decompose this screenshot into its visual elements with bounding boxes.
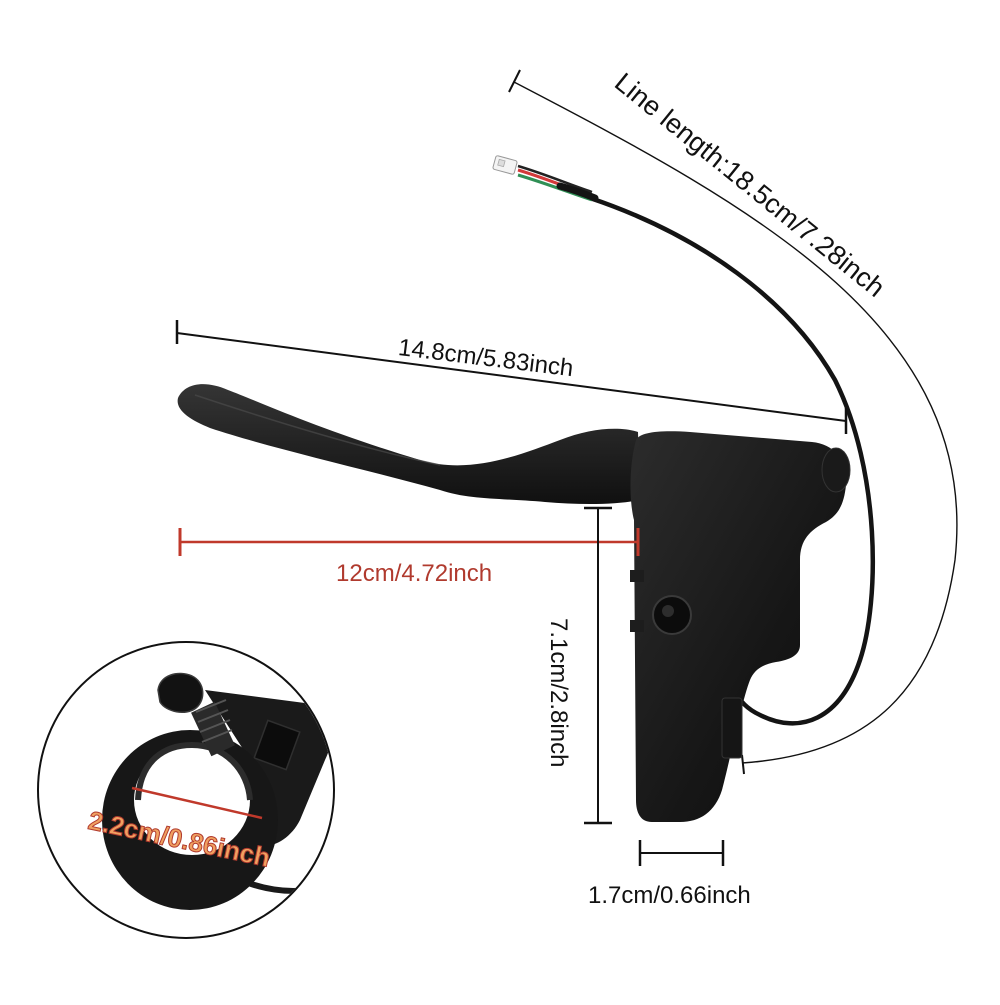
brake-lever-body bbox=[630, 431, 847, 822]
clamp-detail-inset bbox=[37, 641, 335, 939]
brake-cable bbox=[517, 164, 876, 726]
width-label: 1.7cm/0.66inch bbox=[588, 882, 751, 909]
cable-length-start-tick bbox=[508, 69, 521, 93]
total-length-dimension-line bbox=[176, 332, 847, 422]
brake-lever-arm bbox=[177, 384, 640, 505]
cable-length-end-tick bbox=[741, 754, 745, 775]
cable-connector-icon bbox=[492, 155, 518, 175]
cable-length-dimension-line bbox=[513, 81, 958, 764]
lever-length-label: 12cm/4.72inch bbox=[336, 560, 493, 587]
body-knob bbox=[821, 447, 851, 493]
height-label: 7.1cm/2.8inch bbox=[545, 618, 572, 768]
cable-port bbox=[721, 697, 743, 759]
